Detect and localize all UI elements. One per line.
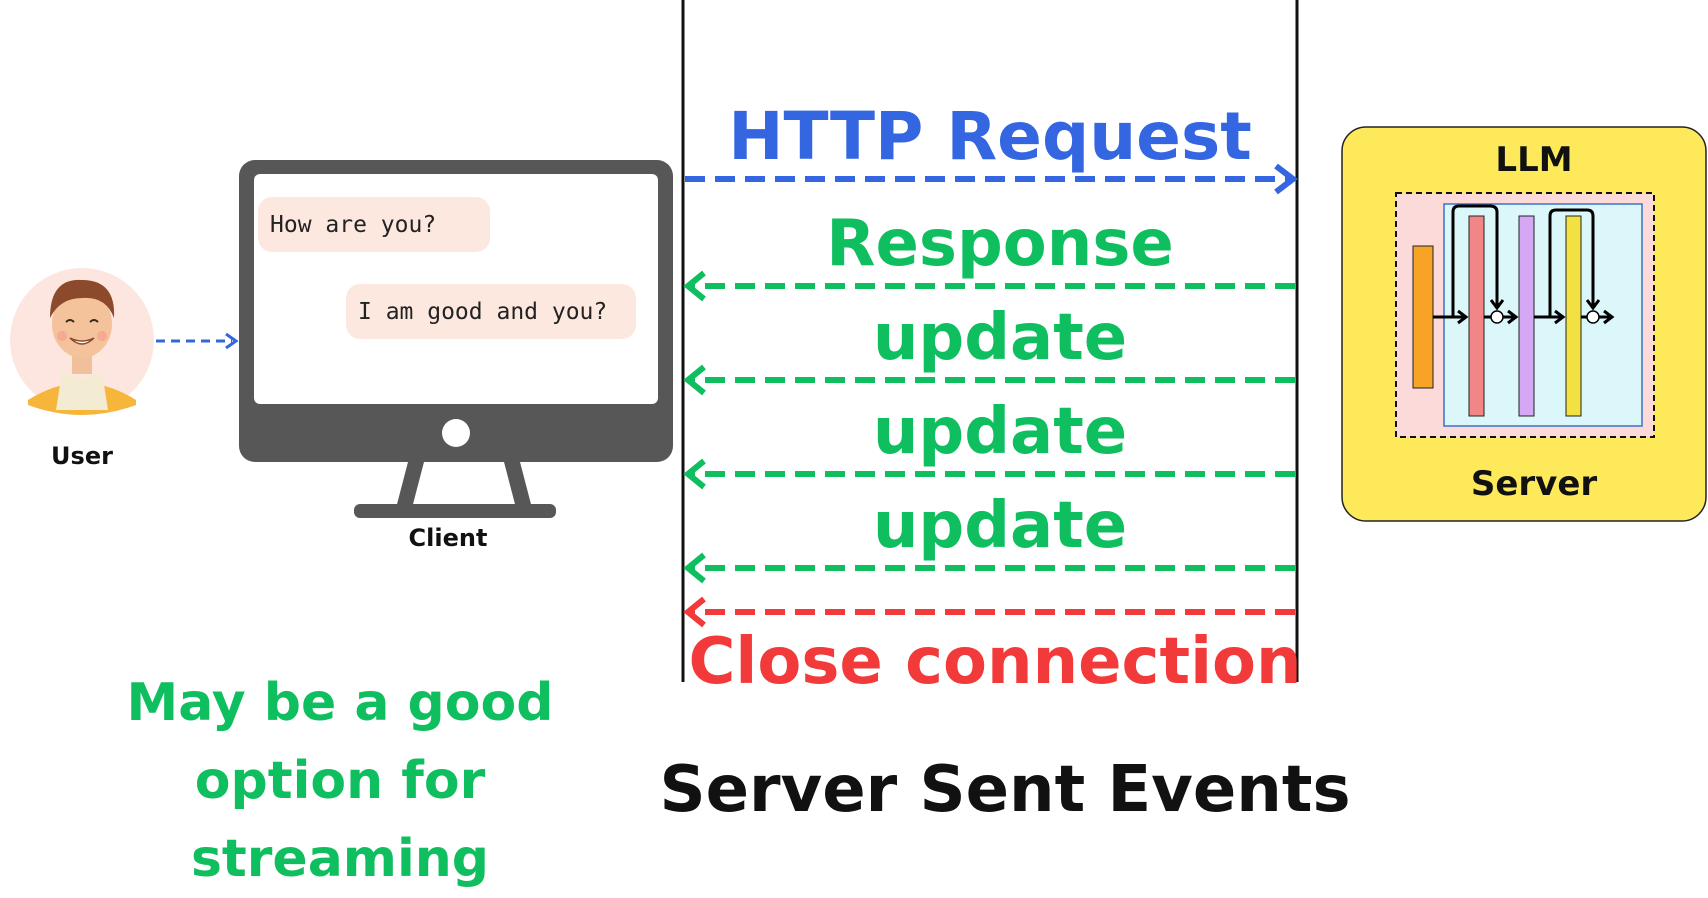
streaming-note: May be a good option for streaming [126, 673, 554, 889]
page-title: Server Sent Events [659, 753, 1351, 827]
response-label: Response [826, 207, 1174, 281]
llm-title: LLM [1495, 140, 1573, 180]
close-connection-arrow [683, 596, 1295, 628]
chat-message-reply: I am good and you? [346, 284, 636, 339]
update-label-1: update [872, 301, 1128, 375]
http-request-arrow [685, 163, 1298, 195]
user-avatar [10, 268, 154, 415]
client-label: Client [408, 524, 488, 552]
chat-message-user: How are you? [258, 197, 490, 252]
update-arrow-1 [683, 364, 1295, 396]
update-arrow-3 [683, 552, 1295, 584]
update-label-3: update [872, 489, 1128, 563]
close-connection-label: Close connection [688, 625, 1302, 699]
user-to-client-arrow [156, 332, 239, 350]
server-label: Server [1470, 464, 1598, 504]
update-label-2: update [872, 395, 1128, 469]
user-label: User [51, 442, 113, 470]
http-request-label: HTTP Request [728, 98, 1252, 175]
llm-architecture-icon [1412, 204, 1615, 417]
response-arrow [683, 270, 1295, 302]
update-arrow-2 [683, 458, 1295, 490]
